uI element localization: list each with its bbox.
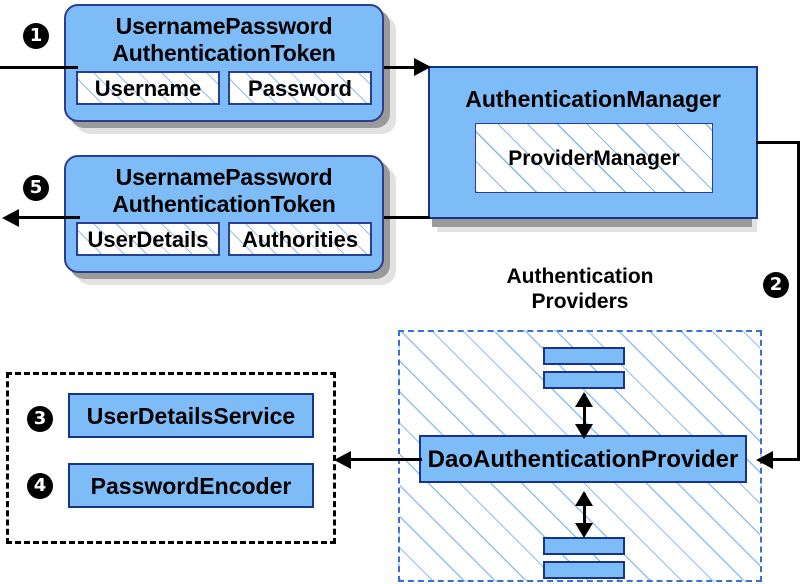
arrow-dao-to-support-icon	[334, 451, 351, 469]
response-authentication-token[interactable]: UsernamePassword AuthenticationToken Use…	[64, 155, 384, 273]
arrow-response-out-icon	[2, 209, 19, 227]
response-token-title-line1: UsernamePassword	[115, 164, 333, 190]
dao-top-link-arrow-down-icon	[575, 424, 593, 439]
connector-into-dao	[770, 458, 800, 461]
other-provider-bar-bottom-2	[543, 561, 625, 579]
request-authentication-token[interactable]: UsernamePassword AuthenticationToken Use…	[64, 4, 384, 122]
other-provider-bar-bottom-1	[543, 537, 625, 555]
slot-username: Username	[76, 71, 220, 105]
slot-userdetails: UserDetails	[76, 222, 220, 256]
connector-manager-right	[756, 141, 800, 144]
response-token-title: UsernamePassword AuthenticationToken	[66, 157, 382, 218]
dao-authentication-provider-label: DaoAuthenticationProvider	[427, 446, 739, 473]
response-token-slots: UserDetails Authorities	[66, 218, 382, 256]
connector-response-out	[18, 216, 80, 219]
request-token-title: UsernamePassword AuthenticationToken	[66, 6, 382, 67]
request-token-slots: Username Password	[66, 67, 382, 105]
dao-authentication-provider[interactable]: DaoAuthenticationProvider	[419, 435, 747, 483]
connector-request-to-manager	[384, 66, 420, 69]
response-token-title-line2: AuthenticationToken	[112, 191, 336, 217]
authentication-manager-title: AuthenticationManager	[465, 86, 721, 112]
request-token-title-line1: UsernamePassword	[115, 13, 333, 39]
arrow-request-to-manager-icon	[414, 58, 431, 76]
arrow-into-dao-icon	[756, 451, 773, 469]
slot-password: Password	[228, 71, 372, 105]
authentication-providers-label: Authentication Providers	[470, 264, 690, 314]
connector-dao-to-support	[350, 458, 422, 461]
step-bullet-3: 3	[27, 406, 53, 432]
other-provider-bar-top-2	[543, 371, 625, 389]
other-provider-bar-top-1	[543, 347, 625, 365]
authentication-providers-label-line2: Providers	[531, 290, 629, 313]
connector-request-in	[0, 66, 78, 69]
provider-manager-panel[interactable]: ProviderManager	[475, 123, 713, 193]
step-bullet-2: 2	[763, 272, 789, 298]
authentication-providers-label-line1: Authentication	[506, 265, 654, 288]
password-encoder-label: PasswordEncoder	[90, 473, 292, 499]
connector-manager-right-down	[797, 141, 800, 460]
dao-bottom-link-line	[583, 493, 586, 531]
request-token-title-line2: AuthenticationToken	[112, 40, 336, 66]
dao-top-link-arrow-up-icon	[575, 392, 593, 407]
password-encoder[interactable]: PasswordEncoder	[68, 463, 314, 508]
dao-top-link-line	[583, 394, 586, 432]
slot-authorities: Authorities	[228, 222, 372, 256]
user-details-service-label: UserDetailsService	[86, 403, 296, 429]
step-bullet-5: 5	[23, 175, 49, 201]
dao-bottom-link-arrow-down-icon	[575, 523, 593, 538]
step-bullet-4: 4	[27, 473, 53, 499]
step-bullet-1: 1	[23, 23, 49, 49]
connector-manager-to-response	[384, 216, 430, 219]
user-details-service[interactable]: UserDetailsService	[68, 393, 314, 438]
provider-manager-label: ProviderManager	[508, 147, 680, 170]
dao-bottom-link-arrow-up-icon	[575, 491, 593, 506]
